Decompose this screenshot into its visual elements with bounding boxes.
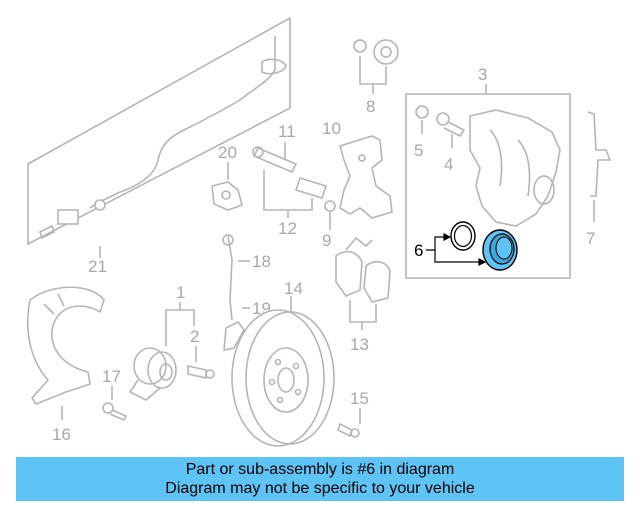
info-banner: Part or sub-assembly is #6 in diagram Di…: [16, 457, 624, 501]
banner-line-2: Diagram may not be specific to your vehi…: [165, 480, 475, 497]
callout-11: 11: [278, 122, 296, 141]
callout-10: 10: [322, 119, 341, 138]
part-5-nut: [415, 105, 429, 119]
callout-6: 6: [414, 241, 423, 260]
callout-15: 15: [350, 389, 369, 408]
banner-line-1: Part or sub-assembly is #6 in diagram: [185, 461, 455, 478]
part-11-guide-pin: [252, 146, 328, 199]
part-17-bolt: [102, 402, 128, 422]
part-3-caliper: [469, 109, 561, 227]
callout-20: 20: [218, 143, 237, 162]
callout-14: 14: [284, 279, 303, 298]
part-21-brake-wear-sensor: [27, 16, 291, 246]
part-6-seal-kit[interactable]: [450, 221, 518, 271]
part-7-spring-clip: [587, 111, 612, 197]
callout-4: 4: [444, 155, 453, 174]
part-9-washer: [324, 200, 336, 212]
callout-1: 1: [176, 283, 185, 302]
part-4-bolt: [436, 112, 466, 138]
callout-7: 7: [586, 229, 595, 248]
part-15-bolt: [337, 422, 360, 438]
part-2-bolt: [187, 365, 215, 379]
part-18-brake-hose: [222, 234, 234, 321]
part-19-bracket: [223, 320, 245, 351]
callout-17: 17: [102, 367, 121, 386]
part-8-bushings: [353, 39, 399, 65]
callout-16: 16: [52, 425, 71, 444]
callout-5: 5: [414, 141, 423, 160]
part-1-wheel-hub: [128, 347, 177, 401]
part-13-brake-pads: [335, 236, 391, 303]
callout-13: 13: [350, 335, 369, 354]
callout-18: 18: [252, 252, 271, 271]
callout-9: 9: [322, 231, 331, 250]
part-20-bracket: [211, 181, 243, 211]
part-16-splash-shield: [27, 286, 105, 405]
callout-8: 8: [366, 97, 375, 116]
part-10-caliper-carrier: [339, 135, 393, 219]
callout-2: 2: [190, 327, 199, 346]
callout-21: 21: [88, 257, 107, 276]
part-14-brake-rotor: [231, 309, 335, 447]
callout-3: 3: [478, 65, 487, 84]
part-3-caliper-box: [405, 93, 571, 279]
callout-12: 12: [278, 219, 297, 238]
callout-6-leader: [426, 233, 487, 266]
